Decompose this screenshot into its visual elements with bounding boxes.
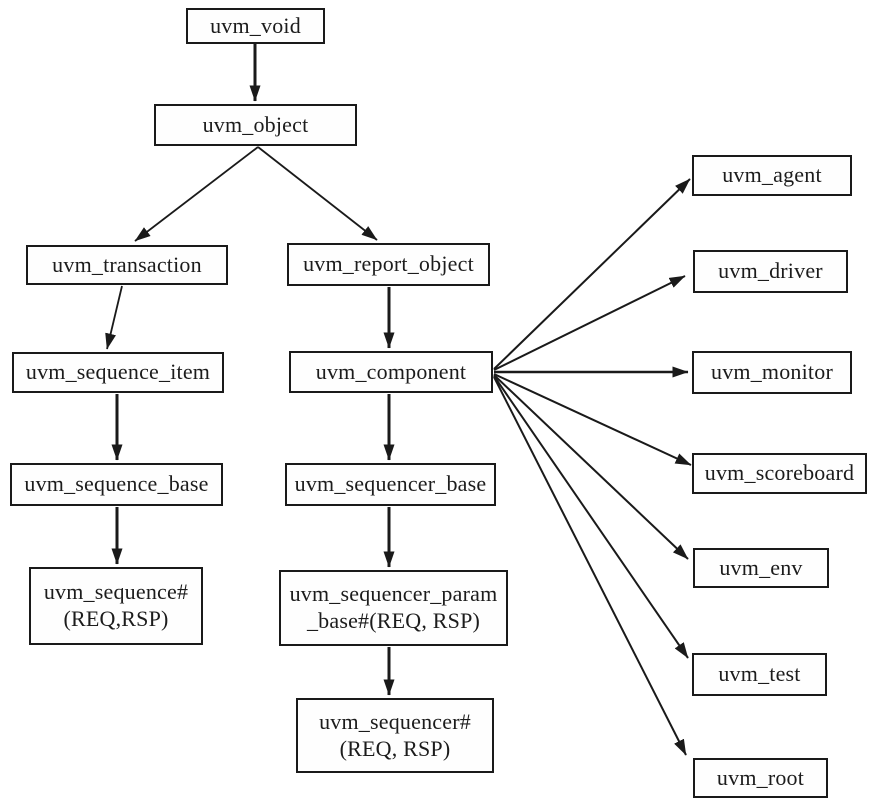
node-label: uvm_component: [315, 358, 467, 384]
edge-uvm_component-to-uvm_test: [493, 375, 689, 659]
edge-uvm_object-to-uvm_report_object: [257, 146, 378, 241]
node-label: uvm_driver: [718, 258, 823, 284]
edge-uvm_object-to-uvm_transaction: [134, 146, 259, 242]
node-uvm_sequence_base: uvm_sequence_base: [10, 463, 223, 506]
node-uvm_env: uvm_env: [693, 548, 829, 588]
node-label: uvm_monitor: [711, 359, 833, 385]
node-label: uvm_report_object: [303, 251, 474, 277]
node-uvm_sequence_item: uvm_sequence_item: [12, 352, 224, 393]
node-uvm_sequencer_base: uvm_sequencer_base: [285, 463, 496, 506]
node-label: uvm_env: [719, 554, 803, 580]
node-label: uvm_root: [716, 764, 805, 790]
node-uvm_void: uvm_void: [186, 8, 325, 44]
edge-uvm_component-to-uvm_agent: [493, 178, 691, 370]
node-uvm_sequencer_param_base: uvm_sequencer_param_base#(REQ, RSP): [279, 570, 508, 646]
node-uvm_test: uvm_test: [692, 653, 827, 696]
edge-uvm_transaction-to-uvm_sequence_item: [105, 285, 123, 350]
node-label: uvm_sequencer_param: [289, 581, 498, 607]
node-label: uvm_sequence#: [43, 579, 189, 605]
node-uvm_monitor: uvm_monitor: [692, 351, 852, 394]
node-uvm_driver: uvm_driver: [693, 250, 848, 293]
node-label: uvm_object: [202, 111, 309, 137]
node-uvm_component: uvm_component: [289, 351, 493, 393]
node-uvm_scoreboard: uvm_scoreboard: [692, 453, 867, 494]
edge-uvm_component-to-uvm_root: [493, 376, 687, 756]
node-uvm_sequence_req_rsp: uvm_sequence#(REQ,RSP): [29, 567, 203, 645]
edge-uvm_component-to-uvm_env: [493, 374, 689, 560]
node-uvm_root: uvm_root: [693, 758, 828, 798]
node-label: uvm_void: [210, 12, 301, 38]
node-label: (REQ,RSP): [63, 606, 169, 631]
node-label: uvm_transaction: [52, 251, 202, 277]
node-uvm_object: uvm_object: [154, 104, 357, 146]
edge-uvm_component-to-uvm_driver: [493, 275, 686, 371]
node-uvm_sequencer_req_rsp: uvm_sequencer#(REQ, RSP): [296, 698, 494, 773]
node-label: uvm_sequence_base: [24, 471, 209, 497]
node-label: _base#(REQ, RSP): [306, 608, 481, 633]
node-uvm_report_object: uvm_report_object: [287, 243, 490, 286]
node-label: uvm_agent: [722, 162, 822, 188]
node-label: (REQ, RSP): [339, 735, 451, 761]
node-label: uvm_scoreboard: [704, 460, 855, 486]
edge-uvm_component-to-uvm_scoreboard: [493, 373, 692, 466]
node-label: uvm_test: [718, 661, 801, 687]
node-label: uvm_sequencer_base: [294, 471, 487, 497]
node-label: uvm_sequence_item: [25, 359, 211, 385]
node-label: uvm_sequencer#: [319, 708, 471, 734]
node-uvm_transaction: uvm_transaction: [26, 245, 228, 285]
node-uvm_agent: uvm_agent: [692, 155, 852, 196]
